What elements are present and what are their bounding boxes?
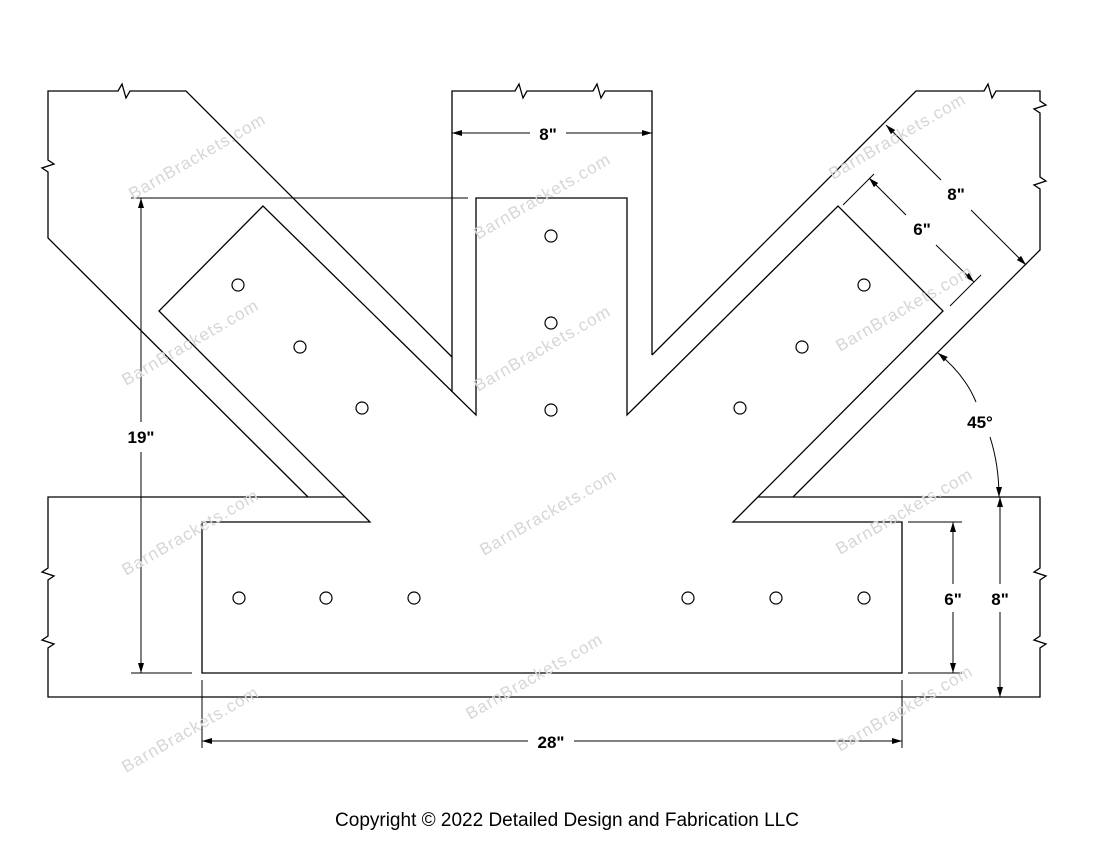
dimension-brace-width: 8" xyxy=(885,124,1027,266)
watermark: BarnBrackets.com xyxy=(463,630,607,724)
bolt-hole xyxy=(733,401,747,415)
dimension-brace-bracket-width: 6" xyxy=(842,173,982,307)
bolt-hole xyxy=(232,591,246,605)
dimension-label: 19" xyxy=(128,428,155,447)
watermark: BarnBrackets.com xyxy=(477,466,621,560)
bolt-hole xyxy=(857,591,871,605)
watermark: BarnBrackets.com xyxy=(826,90,970,184)
dimension-overall-length: 28" xyxy=(201,680,903,752)
dimension-label: 45° xyxy=(967,413,993,432)
watermark: BarnBrackets.com xyxy=(119,296,263,390)
bolt-hole xyxy=(231,278,245,292)
left-brace-timber xyxy=(40,82,453,498)
bolt-hole xyxy=(355,401,369,415)
dimension-bracket-height: 6" xyxy=(908,521,962,674)
watermark: BarnBrackets.com xyxy=(126,110,270,204)
dimension-label: 8" xyxy=(947,185,965,204)
dimension-label: 6" xyxy=(913,220,931,239)
right-brace-timber xyxy=(651,82,1048,498)
bolt-hole xyxy=(769,591,783,605)
bolt-hole xyxy=(681,591,695,605)
bolt-hole xyxy=(319,591,333,605)
dimension-overall-height: 19" xyxy=(128,197,468,674)
watermark: BarnBrackets.com xyxy=(471,302,615,396)
bottom-beam-timber xyxy=(40,496,1048,698)
watermark: BarnBrackets.com xyxy=(119,486,263,580)
bolt-hole xyxy=(293,340,307,354)
watermark: BarnBrackets.com xyxy=(471,150,615,244)
dimension-label: 8" xyxy=(991,590,1009,609)
bolt-hole xyxy=(407,591,421,605)
dimension-label: 28" xyxy=(538,733,565,752)
dimension-label: 6" xyxy=(944,590,962,609)
center-post-timber xyxy=(451,82,653,392)
bolt-holes xyxy=(231,229,871,605)
bolt-hole xyxy=(544,316,558,330)
bolt-hole xyxy=(544,403,558,417)
dimension-post-width: 8" xyxy=(452,125,652,144)
dimension-angle: 45° xyxy=(937,352,1002,498)
watermark: BarnBrackets.com xyxy=(833,465,977,559)
copyright-text: Copyright © 2022 Detailed Design and Fab… xyxy=(335,810,799,831)
dimension-beam-depth: 8" xyxy=(991,497,1040,698)
watermark: BarnBrackets.com xyxy=(833,262,977,356)
bolt-hole xyxy=(544,229,558,243)
bolt-hole xyxy=(857,278,871,292)
dimension-label: 8" xyxy=(539,125,557,144)
bolt-hole xyxy=(795,340,809,354)
watermark: BarnBrackets.com xyxy=(833,662,977,756)
bracket-outline xyxy=(158,197,944,674)
